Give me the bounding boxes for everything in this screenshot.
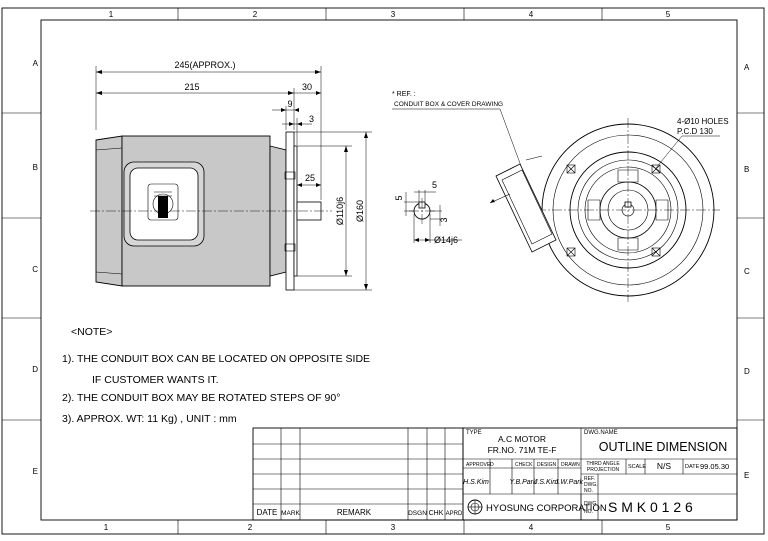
border-column-labels: 1 2 3 4 5 1 2 3 4 5 xyxy=(104,10,671,532)
col-label-bottom-5: 5 xyxy=(666,523,671,532)
shaft-key-labels: 5 5 3 Ø14j6 xyxy=(394,180,458,245)
notes-block: <NOTE> 1). THE CONDUIT BOX CAN BE LOCATE… xyxy=(62,326,370,425)
design-label: DESIGN xyxy=(537,462,557,468)
dim-key-width: 5 xyxy=(432,180,437,190)
date-label: DATE xyxy=(685,464,700,470)
dwg-no-label2: NO. xyxy=(584,509,593,515)
dim-overall-length: 245(APPROX.) xyxy=(174,60,235,70)
ref-label-2: DWG. xyxy=(584,482,598,488)
dim-shaft-dia: Ø14j6 xyxy=(434,235,458,245)
hyosung-logo-icon xyxy=(467,499,483,515)
rev-header-date: DATE xyxy=(257,508,278,517)
dim-key-height: 5 xyxy=(394,195,404,200)
rev-header-chk: CHK xyxy=(429,510,444,517)
scale-label: SCALE xyxy=(628,464,646,470)
company-name: HYOSUNG CORPORATION xyxy=(486,503,607,514)
motor-side-view xyxy=(90,131,332,291)
drawn-label: DRAWN xyxy=(561,462,580,468)
col-label-top-4: 4 xyxy=(529,10,534,19)
row-label-right-a: A xyxy=(744,63,750,72)
col-label-top-2: 2 xyxy=(253,10,258,19)
col-label-top-5: 5 xyxy=(666,10,671,19)
dwg-no-label1: DWG. xyxy=(584,501,598,507)
col-label-bottom-2: 2 xyxy=(248,523,253,532)
dim-spigot: 3 xyxy=(309,114,314,124)
dim-flange-thickness: 9 xyxy=(287,99,292,109)
rev-header-aprd: APRD xyxy=(446,511,463,517)
dim-shaft-length: 25 xyxy=(305,173,315,183)
dim-flange-dia: Ø160 xyxy=(355,200,365,222)
col-label-bottom-1: 1 xyxy=(104,523,109,532)
end-view-labels: 4-Ø10 HOLES P.C.D 130 xyxy=(677,117,729,136)
col-label-bottom-4: 4 xyxy=(529,523,534,532)
dim-flange-to-shaft: 30 xyxy=(302,82,312,92)
approved-label: APPROVED xyxy=(466,462,494,468)
date-value: 99.05.30 xyxy=(700,462,729,471)
dwg-no: S M K 0 1 2 6 xyxy=(608,499,693,515)
title-block: TYPE A.C MOTOR FR.NO. 71M TE-F DWG.NAME … xyxy=(462,427,738,521)
dwg-name: OUTLINE DIMENSION xyxy=(599,440,728,454)
check-label: CHECK xyxy=(515,462,533,468)
note-3: 3). APPROX. WT: 11 Kg) , UNIT : mm xyxy=(62,413,237,425)
projection-line2: PROJECTION xyxy=(587,467,620,473)
dim-body-length: 215 xyxy=(184,82,199,92)
row-label-right-b: B xyxy=(744,165,749,174)
note-2: 2). THE CONDUIT BOX MAY BE ROTATED STEPS… xyxy=(62,392,340,404)
side-view-dimension-labels: 245(APPROX.) 215 30 9 3 25 Ø110j6 Ø160 xyxy=(174,60,365,225)
row-label-right-e: E xyxy=(744,471,749,480)
row-label-left-b: B xyxy=(33,163,38,172)
side-view-dimensions xyxy=(95,66,372,291)
col-label-top-3: 3 xyxy=(391,10,396,19)
ref-label-3: NO. xyxy=(584,488,593,494)
note-1: 1). THE CONDUIT BOX CAN BE LOCATED ON OP… xyxy=(62,353,370,365)
signature-approved: H.S.Kim xyxy=(463,479,489,486)
reference-callout: * REF. : CONDUIT BOX & COVER DRAWING xyxy=(392,91,522,167)
dim-spigot-dia: Ø110j6 xyxy=(335,197,345,225)
revision-table: DATE MARK REMARK DSGN CHK APRD xyxy=(252,427,464,521)
signature-drawn: J.W.Park xyxy=(554,479,584,486)
row-label-left-c: C xyxy=(32,265,38,274)
projection-line1: THIRD ANGLE xyxy=(586,461,620,467)
motor-end-view xyxy=(489,118,720,302)
row-label-right-d: D xyxy=(744,367,750,376)
scale-value: N/S xyxy=(657,461,672,471)
notes-heading: <NOTE> xyxy=(71,326,112,338)
border-row-labels: A B C D E A B C D E xyxy=(32,59,750,480)
dim-holes-count: 4-Ø10 HOLES xyxy=(677,117,729,126)
col-label-top-1: 1 xyxy=(109,10,114,19)
row-label-left-d: D xyxy=(32,365,38,374)
note-1-continued: IF CUSTOMER WANTS IT. xyxy=(92,374,219,386)
row-label-right-c: C xyxy=(744,267,750,276)
dwg-name-label: DWG.NAME xyxy=(584,430,618,436)
signature-design: J.S.Kim xyxy=(533,479,558,486)
row-label-left-e: E xyxy=(33,467,38,476)
rev-header-remark: REMARK xyxy=(337,508,372,517)
ref-label-1: REF. xyxy=(584,476,595,482)
reference-line1: * REF. : xyxy=(392,91,416,98)
type-label: TYPE xyxy=(466,430,482,436)
reference-line2: CONDUIT BOX & COVER DRAWING xyxy=(394,101,503,108)
shaft-key-detail xyxy=(404,190,462,243)
type-line1: A.C MOTOR xyxy=(498,434,546,444)
rev-header-dsgn: DSGN xyxy=(408,510,427,517)
dim-key-depth: 3 xyxy=(439,217,449,222)
rev-header-mark: MARK xyxy=(281,510,300,517)
type-line2: FR.NO. 71M TE-F xyxy=(488,445,557,455)
dim-holes-pcd: P.C.D 130 xyxy=(677,127,713,136)
signature-check: Y.B.Park xyxy=(510,479,537,486)
col-label-bottom-3: 3 xyxy=(391,523,396,532)
row-label-left-a: A xyxy=(33,59,39,68)
